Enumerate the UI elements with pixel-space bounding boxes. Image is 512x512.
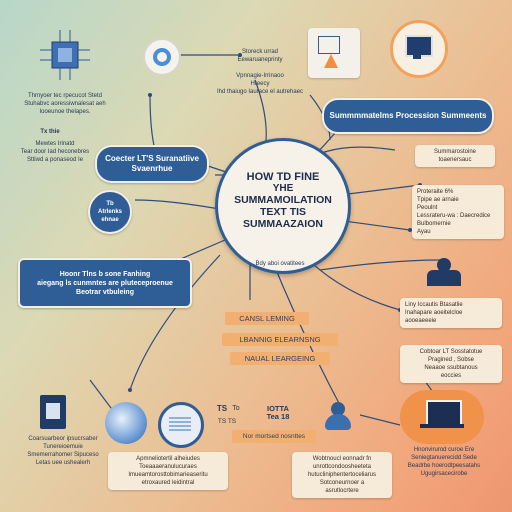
center-line-5: SUMMAAZAION: [243, 218, 323, 230]
data-grid-icon: [158, 402, 204, 448]
ts-label-b: To: [232, 405, 240, 412]
center-line-1: HOW TD FINE: [246, 171, 320, 183]
left-small-title: Tx thie: [40, 129, 60, 135]
document-icon: [40, 395, 66, 429]
ts-label-a: TS: [216, 404, 228, 413]
tag-learning-elearning[interactable]: LBANNIG ELEARNSNG: [222, 333, 338, 346]
ts-label-c: TS TS: [217, 418, 237, 425]
laptop-icon: [400, 390, 484, 444]
bird-icon: [325, 402, 351, 432]
bottom-banner[interactable]: Nor mortsed nosnttes: [232, 430, 316, 443]
center-line-4: TEXT TIS: [259, 206, 307, 218]
center-line-3: SUMMAMOILATION: [234, 194, 332, 206]
globe-icon: [143, 38, 181, 76]
chart-card-icon: [308, 28, 360, 78]
world-globe-icon: [105, 402, 147, 444]
summarization-pill-right[interactable]: Summmmatelms Procession Summeents: [322, 98, 494, 134]
center-subtext: Bdy aboi ovatitees: [255, 261, 305, 267]
tag-canal-learning[interactable]: CANSL LEMING: [225, 312, 309, 325]
monitor-icon: [390, 20, 448, 78]
center-line-2: YHE: [272, 183, 294, 194]
central-topic-node[interactable]: HOW TD FINE YHE SUMMAMOILATION TEXT TIS …: [215, 138, 351, 274]
person-icon: [425, 258, 463, 288]
circuit-board-icon: [40, 30, 90, 80]
tag-natural-learning[interactable]: NAUAL LEARGEING: [230, 352, 330, 365]
